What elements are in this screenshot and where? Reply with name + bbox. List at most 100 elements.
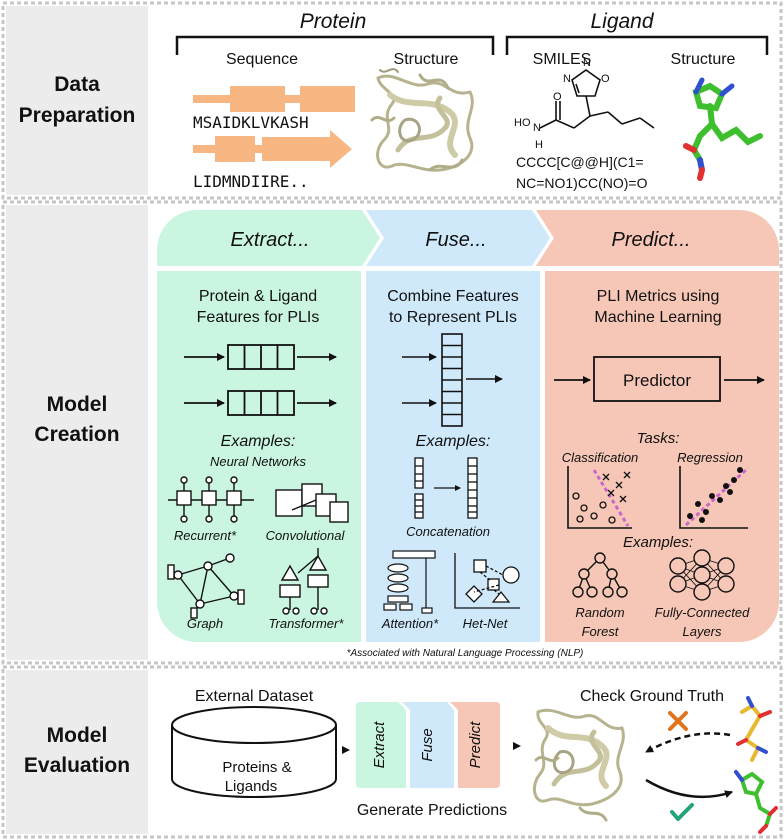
row-label-model-creation-2: Creation — [34, 423, 119, 446]
random-forest-icon — [572, 552, 628, 598]
external-dataset-label: External Dataset — [195, 688, 314, 705]
fuse-title-1: Combine Features — [387, 288, 519, 305]
eval-fuse-box — [402, 702, 454, 788]
extract-title-2: Features for PLIs — [197, 309, 320, 326]
ligand-title: Ligand — [590, 10, 654, 33]
ligand-skeletal-formula — [539, 69, 655, 129]
arrow-to-pipeline — [342, 746, 350, 754]
sequence-line-2: LIDMNDIIRE.. — [193, 172, 309, 191]
predict-examples: Examples: — [623, 534, 693, 551]
predict-header-shape — [536, 210, 779, 266]
classification-plot — [567, 466, 632, 529]
nlp-footnote: *Associated with Natural Language Proces… — [347, 648, 584, 659]
row-label-evaluation-2: Evaluation — [24, 754, 130, 777]
model-creation-section: Extract... Fuse... Predict... Protein & … — [157, 210, 779, 659]
fuse-label-attention: Attention* — [381, 616, 439, 631]
protein-structure-label: Structure — [394, 51, 459, 68]
evaluation-section: External Dataset Proteins & Ligands Extr… — [171, 688, 778, 834]
data-prep-frame — [1, 1, 783, 200]
extract-examples: Examples: — [221, 433, 296, 450]
atom-n-amide: N — [533, 122, 541, 134]
generate-predictions-label: Generate Predictions — [357, 802, 507, 819]
atom-h: H — [535, 139, 543, 151]
row-label-data-prep-1: Data — [54, 73, 100, 96]
predict-header: Predict... — [612, 229, 691, 251]
task-classification: Classification — [562, 450, 639, 465]
row-labels: Data Preparation Model Creation Model Ev… — [19, 73, 136, 777]
het-net-icon — [454, 553, 520, 609]
predictor-diagram — [554, 356, 765, 402]
row-label-evaluation-1: Model — [47, 724, 108, 747]
predictor-label: Predictor — [623, 371, 691, 390]
smiles-label: SMILES — [533, 51, 592, 68]
sequence-secondary-structure — [193, 86, 355, 168]
model-fc-2: Layers — [682, 624, 722, 639]
smiles-line-1: CCCC[C@@H](C1= — [516, 154, 644, 170]
net-label-graph: Graph — [187, 616, 223, 631]
net-label-transformer: Transformer* — [269, 616, 345, 631]
arrow-to-complex — [513, 742, 521, 750]
ligand-atom-labels: N O N O HO N H — [514, 57, 610, 151]
check-ground-truth-label: Check Ground Truth — [580, 688, 724, 705]
net-label-recurrent: Recurrent* — [174, 528, 237, 543]
fuse-header-shape — [366, 210, 550, 266]
fuse-label-concatenation: Concatenation — [406, 524, 490, 539]
eval-predict-box — [450, 702, 500, 788]
model-fc-1: Fully-Connected — [655, 605, 750, 620]
graph-network-icon — [167, 553, 245, 619]
tasks-label: Tasks: — [637, 430, 680, 447]
ligand-bracket — [505, 35, 769, 55]
eval-extract-box — [356, 702, 406, 788]
row-label-model-creation-1: Model — [47, 393, 108, 416]
regression-plot — [679, 466, 750, 529]
cylinder-line-2: Ligands — [225, 778, 278, 795]
atom-n-2: N — [563, 73, 571, 85]
model-random-2: Forest — [582, 624, 620, 639]
row-label-panels — [6, 6, 148, 834]
recurrent-network-icon — [168, 476, 254, 523]
protein-complex-image — [532, 708, 625, 822]
predict-title-2: Machine Learning — [594, 309, 721, 326]
atom-ho: HO — [514, 117, 531, 129]
net-label-convolutional: Convolutional — [266, 528, 346, 543]
attention-icon — [383, 550, 436, 614]
evaluation-frame — [1, 665, 783, 839]
model-random-1: Random — [575, 605, 624, 620]
extract-title-1: Protein & Ligand — [199, 288, 317, 305]
atom-o-ring: O — [601, 73, 610, 85]
extract-feature-vectors — [184, 344, 337, 416]
fully-connected-icon — [669, 549, 735, 601]
fuse-title-2: to Represent PLIs — [389, 309, 517, 326]
extract-header-shape — [157, 210, 380, 266]
protein-bracket — [175, 35, 495, 55]
protein-title: Protein — [300, 10, 367, 33]
convolutional-network-icon — [275, 483, 349, 523]
task-regression: Regression — [677, 450, 743, 465]
atom-n-1: N — [583, 57, 591, 69]
fuse-combined-vector — [402, 333, 503, 427]
atom-o-carbonyl: O — [553, 91, 562, 103]
concatenation-icon — [414, 457, 478, 519]
eval-step-predict: Predict — [467, 721, 484, 769]
ligand-pose-correct — [734, 770, 778, 834]
fuse-header: Fuse... — [425, 229, 486, 251]
check-mark-icon — [670, 803, 694, 821]
dashed-return-arrow — [645, 732, 731, 754]
extract-header: Extract... — [231, 229, 310, 251]
protein-structure-image — [370, 68, 474, 172]
extract-panel — [157, 271, 361, 642]
data-prep-section: Protein Ligand Sequence Structure SMILES… — [175, 10, 769, 191]
fuse-examples: Examples: — [416, 433, 491, 450]
sequence-line-1: MSAIDKLVKASH — [193, 113, 309, 132]
model-creation-frame — [1, 200, 783, 665]
ligand-3d-structure — [683, 77, 763, 181]
cross-mark-icon — [668, 711, 688, 731]
predict-title-1: PLI Metrics using — [597, 288, 720, 305]
solid-return-arrow — [645, 778, 733, 799]
sequence-label: Sequence — [226, 51, 298, 68]
smiles-line-2: NC=NO1)CC(NO)=O — [516, 175, 648, 191]
row-label-data-prep-2: Preparation — [19, 104, 136, 127]
eval-step-extract: Extract — [371, 721, 388, 769]
